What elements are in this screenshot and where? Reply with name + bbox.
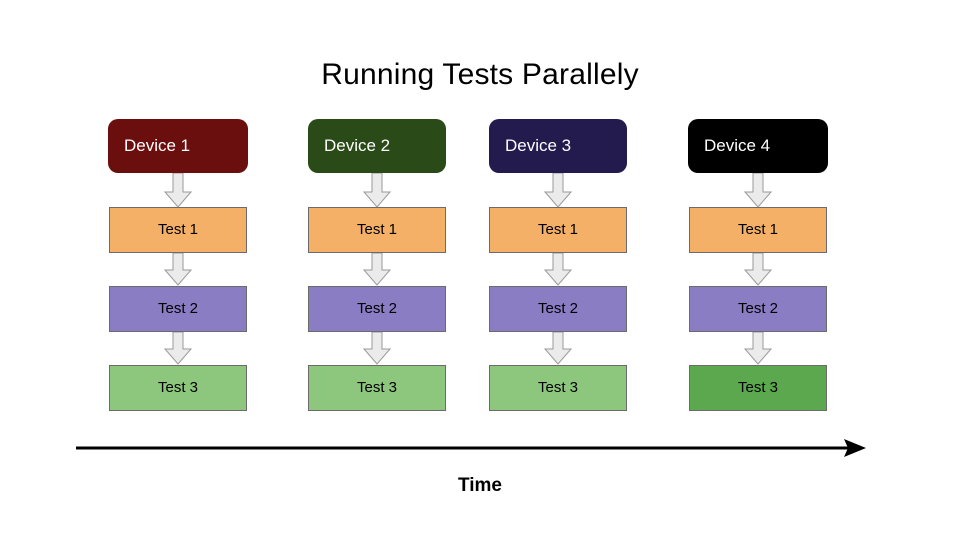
test-box-3-3[interactable]: Test 3 [489, 365, 627, 411]
flow-arrow-test1-to-test2-col2 [363, 253, 391, 286]
device-column-1: Device 1 Test 1 Test 2 Test 3 [108, 119, 248, 411]
test-box-1-1[interactable]: Test 1 [109, 207, 247, 253]
test-box-3-2[interactable]: Test 2 [489, 286, 627, 332]
flow-arrow-test2-to-test3-col4 [744, 332, 772, 365]
test-label-4-3: Test 3 [737, 379, 779, 396]
test-label-4-2: Test 2 [737, 300, 779, 317]
flow-arrow-test1-to-test2-col3 [544, 253, 572, 286]
test-box-2-3[interactable]: Test 3 [308, 365, 446, 411]
test-label-4-1: Test 1 [737, 221, 779, 238]
page-title: Running Tests Parallely [321, 58, 639, 91]
test-label-3-2: Test 2 [537, 300, 579, 317]
device-box-3[interactable]: Device 3 [489, 119, 627, 173]
test-label-1-1: Test 1 [157, 221, 199, 238]
flow-arrow-device2-to-test1 [363, 173, 391, 208]
test-label-1-3: Test 3 [157, 379, 199, 396]
device-box-1[interactable]: Device 1 [108, 119, 248, 173]
test-label-1-2: Test 2 [157, 300, 199, 317]
device-label-3: Device 3 [505, 136, 572, 155]
device-box-4[interactable]: Device 4 [688, 119, 828, 173]
flow-arrow-test2-to-test3-col1 [164, 332, 192, 365]
time-axis-arrow [76, 436, 866, 460]
test-box-2-2[interactable]: Test 2 [308, 286, 446, 332]
flow-arrow-test1-to-test2-col4 [744, 253, 772, 286]
device-column-3: Device 3 Test 1 Test 2 Test 3 [489, 119, 627, 411]
test-box-1-3[interactable]: Test 3 [109, 365, 247, 411]
device-column-4: Device 4 Test 1 Test 2 Test 3 [688, 119, 828, 411]
device-label-2: Device 2 [324, 136, 391, 155]
device-label-1: Device 1 [124, 136, 191, 155]
flow-arrow-test1-to-test2-col1 [164, 253, 192, 286]
test-box-4-3[interactable]: Test 3 [689, 365, 827, 411]
test-label-2-1: Test 1 [356, 221, 398, 238]
test-label-2-2: Test 2 [356, 300, 398, 317]
time-axis-label: Time [457, 475, 502, 496]
flow-arrow-device4-to-test1 [744, 173, 772, 208]
flow-arrow-device3-to-test1 [544, 173, 572, 208]
test-label-3-1: Test 1 [537, 221, 579, 238]
device-box-2[interactable]: Device 2 [308, 119, 446, 173]
flow-arrow-device1-to-test1 [164, 173, 192, 208]
flow-arrow-test2-to-test3-col3 [544, 332, 572, 365]
test-box-4-1[interactable]: Test 1 [689, 207, 827, 253]
test-box-3-1[interactable]: Test 1 [489, 207, 627, 253]
flow-arrow-test2-to-test3-col2 [363, 332, 391, 365]
test-box-1-2[interactable]: Test 2 [109, 286, 247, 332]
device-label-4: Device 4 [704, 136, 771, 155]
device-column-2: Device 2 Test 1 Test 2 Test 3 [308, 119, 446, 411]
test-box-2-1[interactable]: Test 1 [308, 207, 446, 253]
test-box-4-2[interactable]: Test 2 [689, 286, 827, 332]
test-label-3-3: Test 3 [537, 379, 579, 396]
test-label-2-3: Test 3 [356, 379, 398, 396]
